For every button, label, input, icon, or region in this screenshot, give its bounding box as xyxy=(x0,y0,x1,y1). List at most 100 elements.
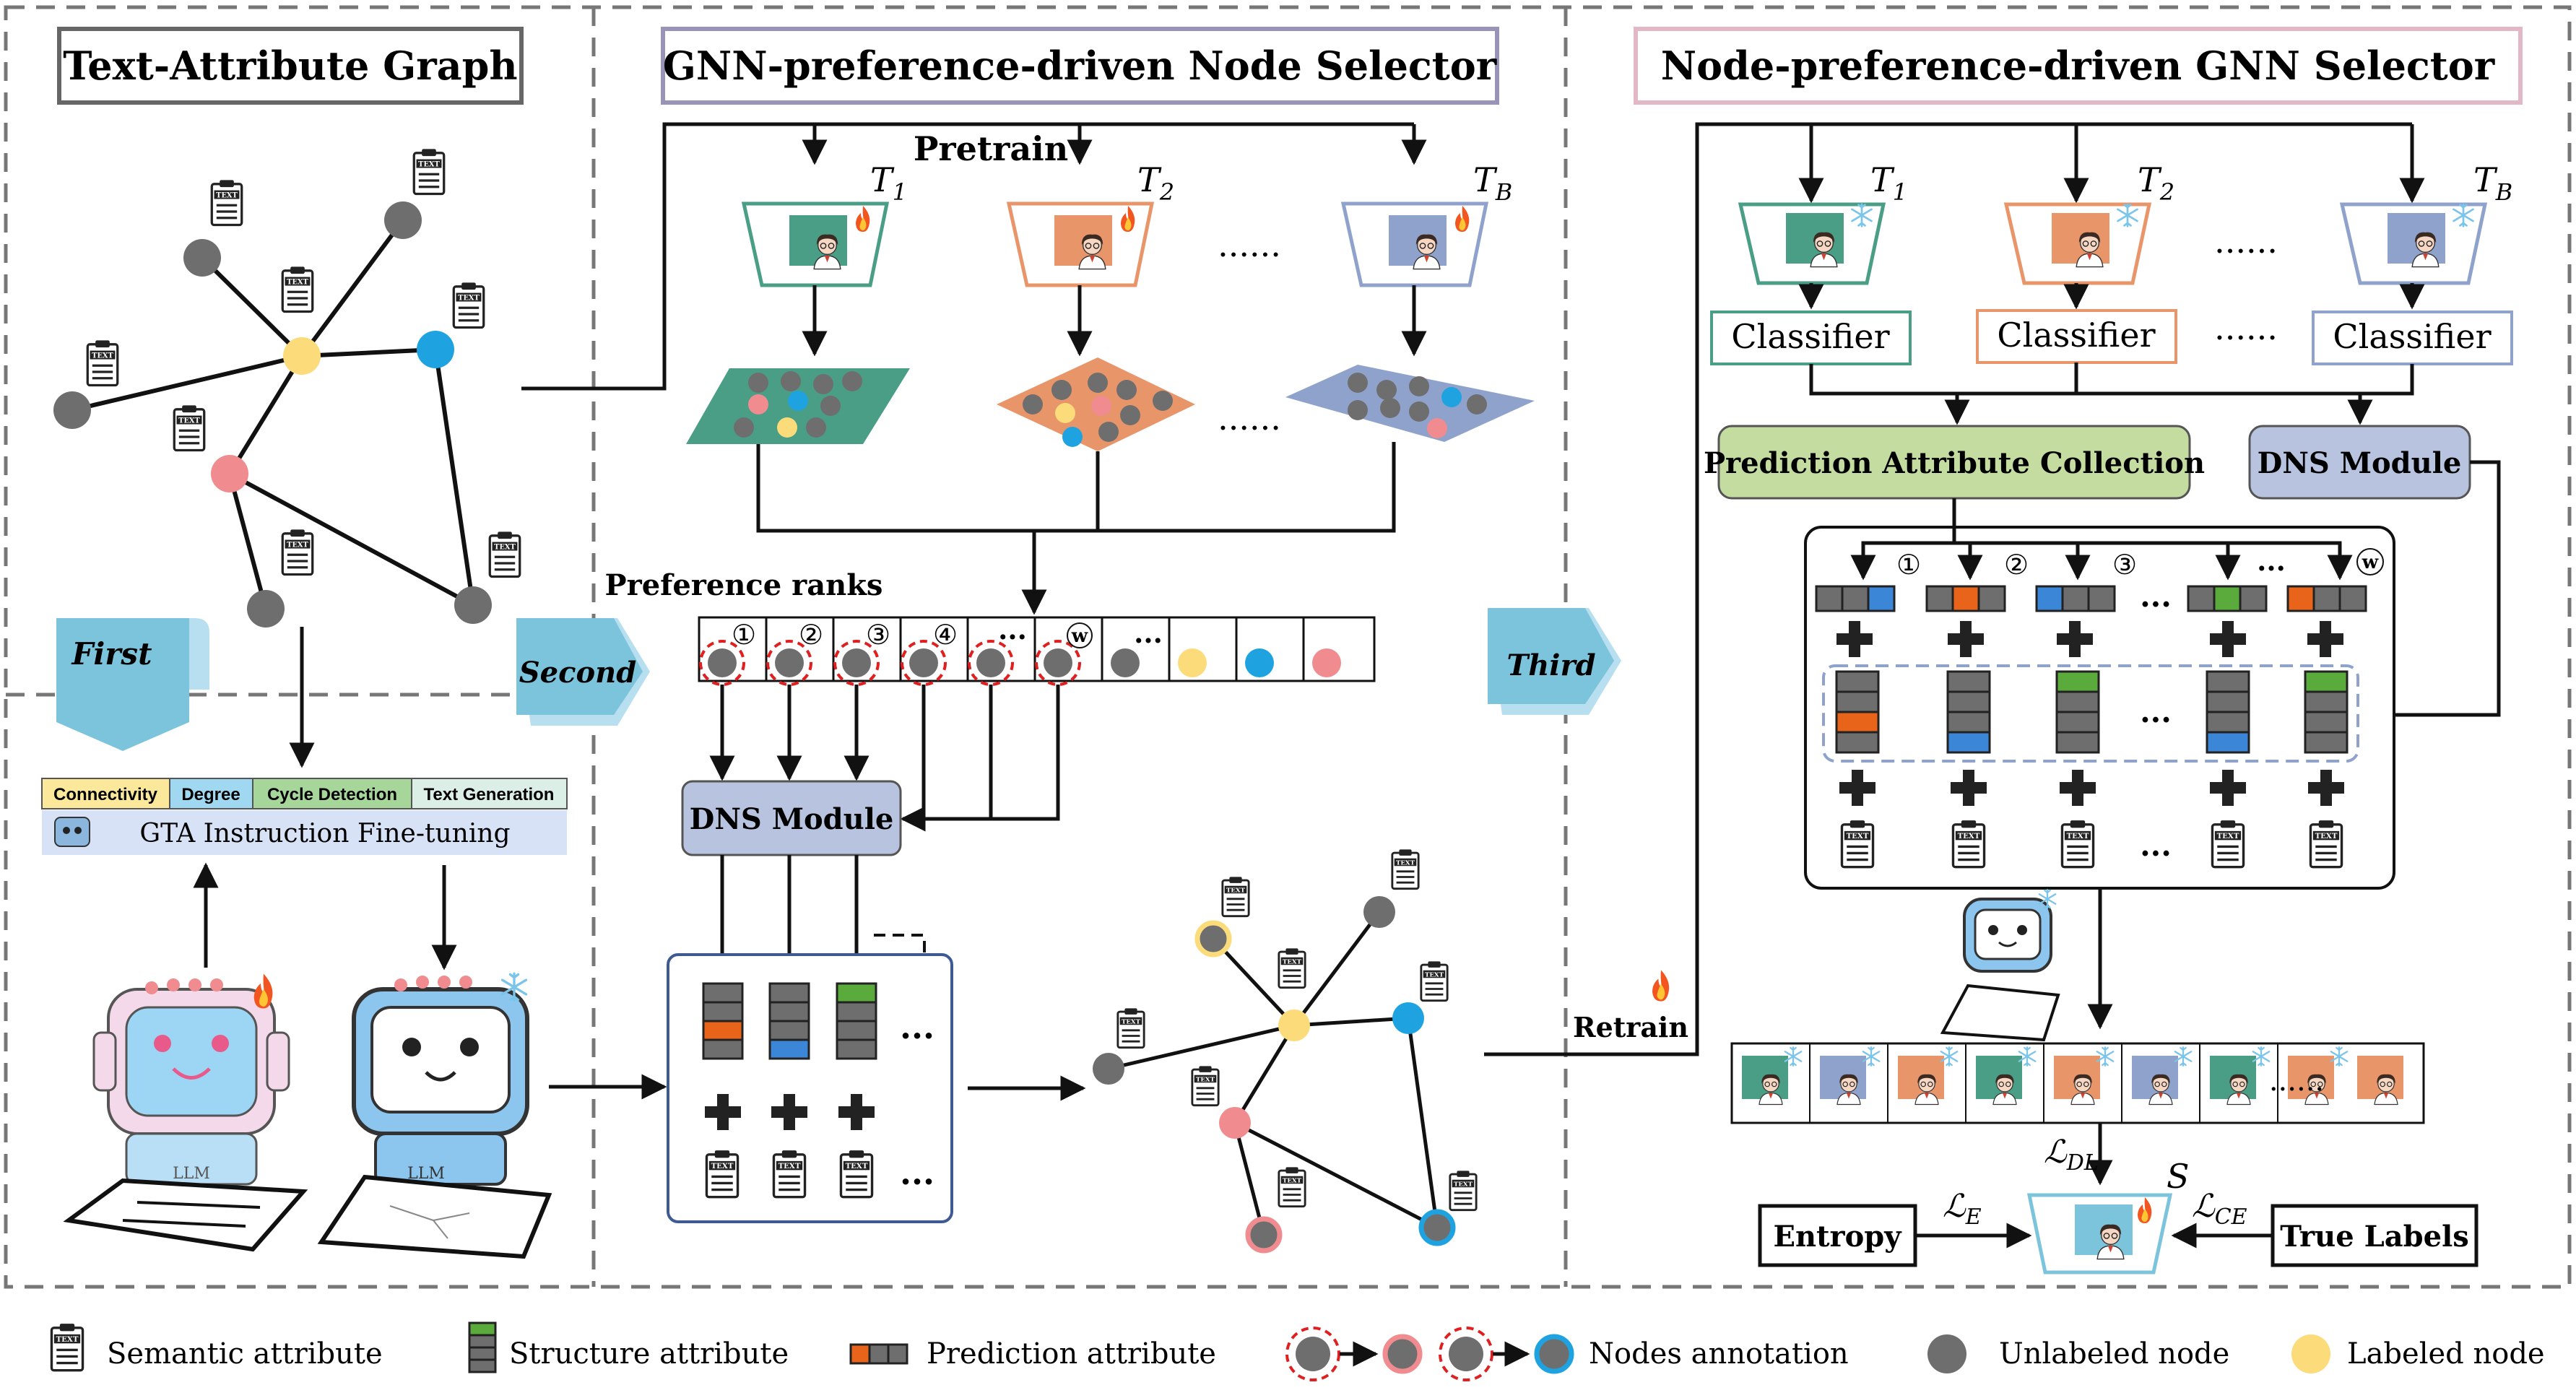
labeled-node-icon xyxy=(2291,1334,2330,1373)
model-strip-dots: ...... xyxy=(2269,1064,2324,1098)
loss-e-label: ℒE xyxy=(1943,1188,1982,1230)
entropy-box: Entropy xyxy=(1758,1204,1917,1267)
task-cycle-detection: Cycle Detection xyxy=(267,785,397,804)
right-rank-w: w xyxy=(2362,552,2379,573)
second-step-label: Second xyxy=(519,656,636,690)
embedding-space-tb xyxy=(1285,365,1535,442)
semantic-attribute-icon xyxy=(50,1323,84,1372)
rank-mark-1: ① xyxy=(732,619,756,651)
task-connectivity: Connectivity xyxy=(53,785,158,804)
classifier-1: Classifier xyxy=(1710,311,1912,365)
selected-gnn-s: S xyxy=(2026,1157,2190,1275)
true-labels-box: True Labels xyxy=(2271,1204,2479,1267)
right-tb-symbol: TB xyxy=(2473,160,2512,206)
tb-symbol: TB xyxy=(1473,160,1512,206)
legend: Semantic attribute Structure attribute P… xyxy=(50,1321,2545,1381)
right-models-dots: ...... xyxy=(2214,222,2278,261)
annotated-graph xyxy=(1093,848,1478,1254)
third-step-label: Third xyxy=(1506,648,1595,682)
preference-ranks-strip: ① ② ③ ④ ... w ... xyxy=(698,613,1376,686)
classifier-2-label: Classifier xyxy=(1997,316,2155,355)
classifier-b: Classifier xyxy=(2312,311,2513,365)
t2-symbol: T2 xyxy=(1137,160,1174,206)
right-panel-title: Node-preference-driven GNN Selector xyxy=(1661,43,2495,89)
nodes-annotation-icon xyxy=(1285,1327,1574,1381)
legend-annotation: Nodes annotation xyxy=(1589,1337,1849,1371)
right-t2-symbol: T2 xyxy=(2138,160,2174,206)
llm-label-left: LLM xyxy=(173,1165,210,1183)
left-title-box: Text-Attribute Graph xyxy=(57,27,524,105)
middle-title-box: GNN-preference-driven Node Selector xyxy=(661,27,1499,105)
attr-ellipsis-2: ... xyxy=(900,1153,934,1192)
legend-structure: Structure attribute xyxy=(509,1337,789,1371)
classifier-2: Classifier xyxy=(1976,309,2177,364)
right-row-ellipsis-1: ... xyxy=(2140,578,2172,614)
second-step-tab: Second xyxy=(516,618,650,726)
s-symbol: S xyxy=(2167,1157,2190,1196)
retrain-label: Retrain xyxy=(1573,1011,1688,1043)
middle-panel-title: GNN-preference-driven Node Selector xyxy=(663,43,1497,89)
right-t1-symbol: T1 xyxy=(1870,160,1907,206)
dns-module-middle: DNS Module xyxy=(681,780,902,856)
gta-label: GTA Instruction Fine-tuning xyxy=(139,819,510,848)
t1-symbol: T1 xyxy=(870,160,907,206)
preference-ranks-label: Preference ranks xyxy=(605,568,883,602)
entropy-label: Entropy xyxy=(1773,1220,1902,1254)
gnn-model-t2: T2 xyxy=(1006,160,1174,287)
true-labels-label: True Labels xyxy=(2280,1220,2469,1254)
task-degree: Degree xyxy=(181,785,240,804)
pretrain-label: Pretrain xyxy=(914,129,1068,168)
models-dots: ...... xyxy=(1218,225,1281,264)
dns-module-right-label: DNS Module xyxy=(2258,446,2462,480)
loss-ce-label: ℒCE xyxy=(2192,1188,2247,1230)
embedding-space-t1 xyxy=(686,368,910,444)
right-title-box: Node-preference-driven GNN Selector xyxy=(1634,27,2523,105)
legend-unlabeled: Unlabeled node xyxy=(1999,1337,2229,1371)
right-rank-2: ② xyxy=(2004,549,2029,581)
prediction-attribute-collection-box: Prediction Attribute Collection xyxy=(1704,425,2205,500)
frozen-gnn-t1: T1 xyxy=(1738,160,1907,285)
right-rank-dots: ... xyxy=(2257,544,2286,577)
retrain-flame-icon xyxy=(1652,970,1670,1002)
rank-mark-3: ③ xyxy=(866,619,890,651)
embeddings-dots: ...... xyxy=(1218,399,1281,438)
first-step-tab: First xyxy=(56,618,209,751)
right-rank-1: ① xyxy=(1896,549,1921,581)
flame-icon xyxy=(253,973,273,1009)
gnn-model-tb: TB xyxy=(1340,160,1512,287)
gnn-model-t1: T1 xyxy=(741,160,907,287)
legend-semantic: Semantic attribute xyxy=(107,1337,383,1371)
task-bar: Connectivity Degree Cycle Detection Text… xyxy=(41,778,568,855)
rank-mark-4: ④ xyxy=(933,619,958,651)
frozen-gnn-tb: TB xyxy=(2339,160,2512,285)
attribute-box-middle: ... ... xyxy=(667,953,953,1223)
right-row-ellipsis-3: ... xyxy=(2140,828,2172,863)
classifier-b-label: Classifier xyxy=(2333,317,2491,356)
model-strip: ...... xyxy=(1730,1042,2425,1124)
left-panel-title: Text-Attribute Graph xyxy=(63,43,517,89)
text-attribute-graph xyxy=(53,148,521,628)
structure-attribute-icon xyxy=(468,1321,497,1373)
embedding-space-t2 xyxy=(997,357,1195,451)
rank-mark-2: ② xyxy=(799,619,823,651)
rank-ellipsis: ... xyxy=(1134,617,1163,649)
classifier-1-label: Classifier xyxy=(1731,317,1889,356)
first-step-label: First xyxy=(71,636,152,672)
legend-labeled: Labeled node xyxy=(2347,1337,2545,1371)
pac-label: Prediction Attribute Collection xyxy=(1704,446,2205,480)
dns-module-middle-label: DNS Module xyxy=(690,802,894,836)
frozen-gnn-t2: T2 xyxy=(2003,160,2174,285)
llm-robot-frozen: LLM xyxy=(317,972,552,1259)
unlabeled-node-icon xyxy=(1927,1334,1966,1373)
attr-ellipsis-1: ... xyxy=(900,1007,934,1046)
llm-robot-trainable: LLM xyxy=(63,973,308,1252)
attribute-box-right: ① ② ③ ... w ... ... xyxy=(1804,498,2395,890)
rank-mark-dots: ... xyxy=(998,613,1027,646)
legend-prediction: Prediction attribute xyxy=(927,1337,1216,1371)
right-rank-3: ③ xyxy=(2112,549,2137,581)
third-step-tab: Third xyxy=(1488,608,1621,715)
robot-mini-icon xyxy=(54,817,90,847)
classifier-dots: ...... xyxy=(2214,308,2278,347)
prediction-attribute-icon xyxy=(849,1343,908,1365)
